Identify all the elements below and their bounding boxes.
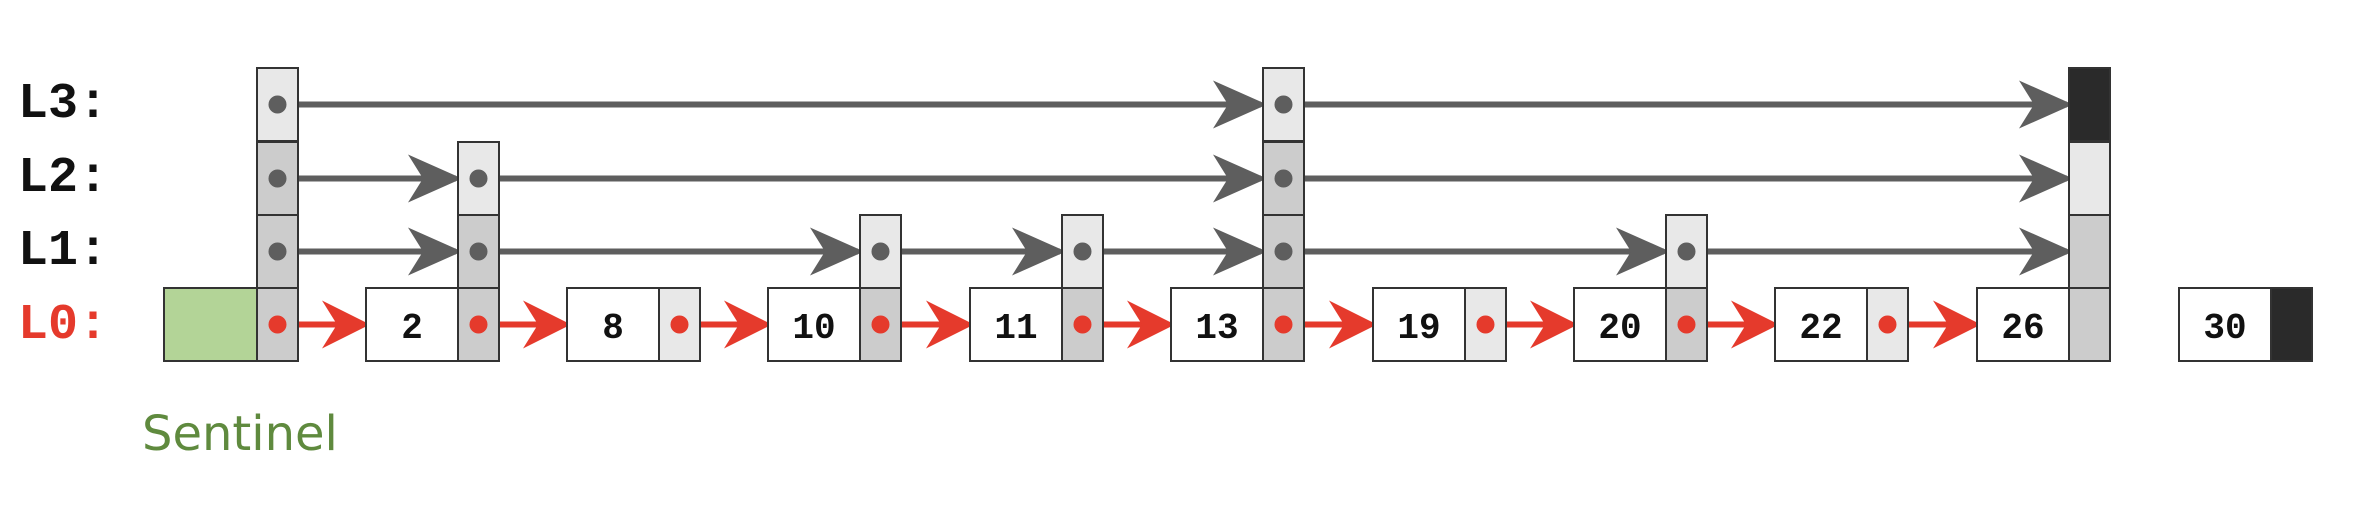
null-pointer-cell	[2270, 287, 2313, 362]
sentinel-box	[163, 287, 258, 362]
node-key-label: 13	[1195, 308, 1238, 349]
level-label-l3: L3:	[18, 76, 108, 133]
pointer-dot	[268, 242, 287, 261]
level-label-l2: L2:	[18, 150, 108, 207]
node-cells: 2 8 10 11 13 19 20 22 26 30	[163, 67, 2313, 362]
node-key-box	[1372, 287, 1466, 362]
node-key-label: 20	[1598, 308, 1641, 349]
node-key-label: 19	[1397, 308, 1440, 349]
pointer-links	[277, 80, 2073, 349]
node-key-label: 11	[994, 308, 1037, 349]
pointer-dot	[469, 315, 488, 334]
node-key-box	[767, 287, 861, 362]
pointer-dot	[1476, 315, 1495, 334]
pointer-dots	[268, 95, 1897, 334]
pointer-cell	[2068, 214, 2111, 289]
node-key-box	[2178, 287, 2272, 362]
pointer-dot	[871, 315, 890, 334]
pointer-dot	[1073, 315, 1092, 334]
node-key-label: 2	[401, 308, 423, 349]
node-key-label: 22	[1799, 308, 1842, 349]
node-key-label: 10	[792, 308, 835, 349]
pointer-dot	[1274, 169, 1293, 188]
sentinel-label: Sentinel	[142, 406, 338, 462]
node-key-label: 8	[602, 308, 624, 349]
node-key-label: 30	[2203, 308, 2246, 349]
pointer-dot	[1274, 315, 1293, 334]
pointer-dot	[871, 242, 890, 261]
pointer-cell	[1665, 214, 1708, 289]
pointer-dot	[1274, 242, 1293, 261]
node-key-box	[1774, 287, 1868, 362]
pointer-dot	[1878, 315, 1897, 334]
level-label-l0: L0:	[18, 297, 108, 354]
pointer-dot	[1073, 242, 1092, 261]
node-key-box	[566, 287, 660, 362]
pointer-dot	[268, 169, 287, 188]
node-key-box	[365, 287, 459, 362]
pointer-dot	[1274, 95, 1293, 114]
pointer-cell	[2068, 287, 2111, 362]
pointer-dot	[268, 315, 287, 334]
pointer-dot	[1677, 315, 1696, 334]
pointer-dot	[670, 315, 689, 334]
pointer-dot	[268, 95, 287, 114]
pointer-cell	[2068, 141, 2111, 216]
null-pointer-cell	[2068, 67, 2111, 142]
pointer-dot	[1677, 242, 1696, 261]
level-label-l1: L1:	[18, 223, 108, 280]
pointer-dot	[469, 242, 488, 261]
node-key-label: 26	[2001, 308, 2044, 349]
pointer-dot	[469, 169, 488, 188]
